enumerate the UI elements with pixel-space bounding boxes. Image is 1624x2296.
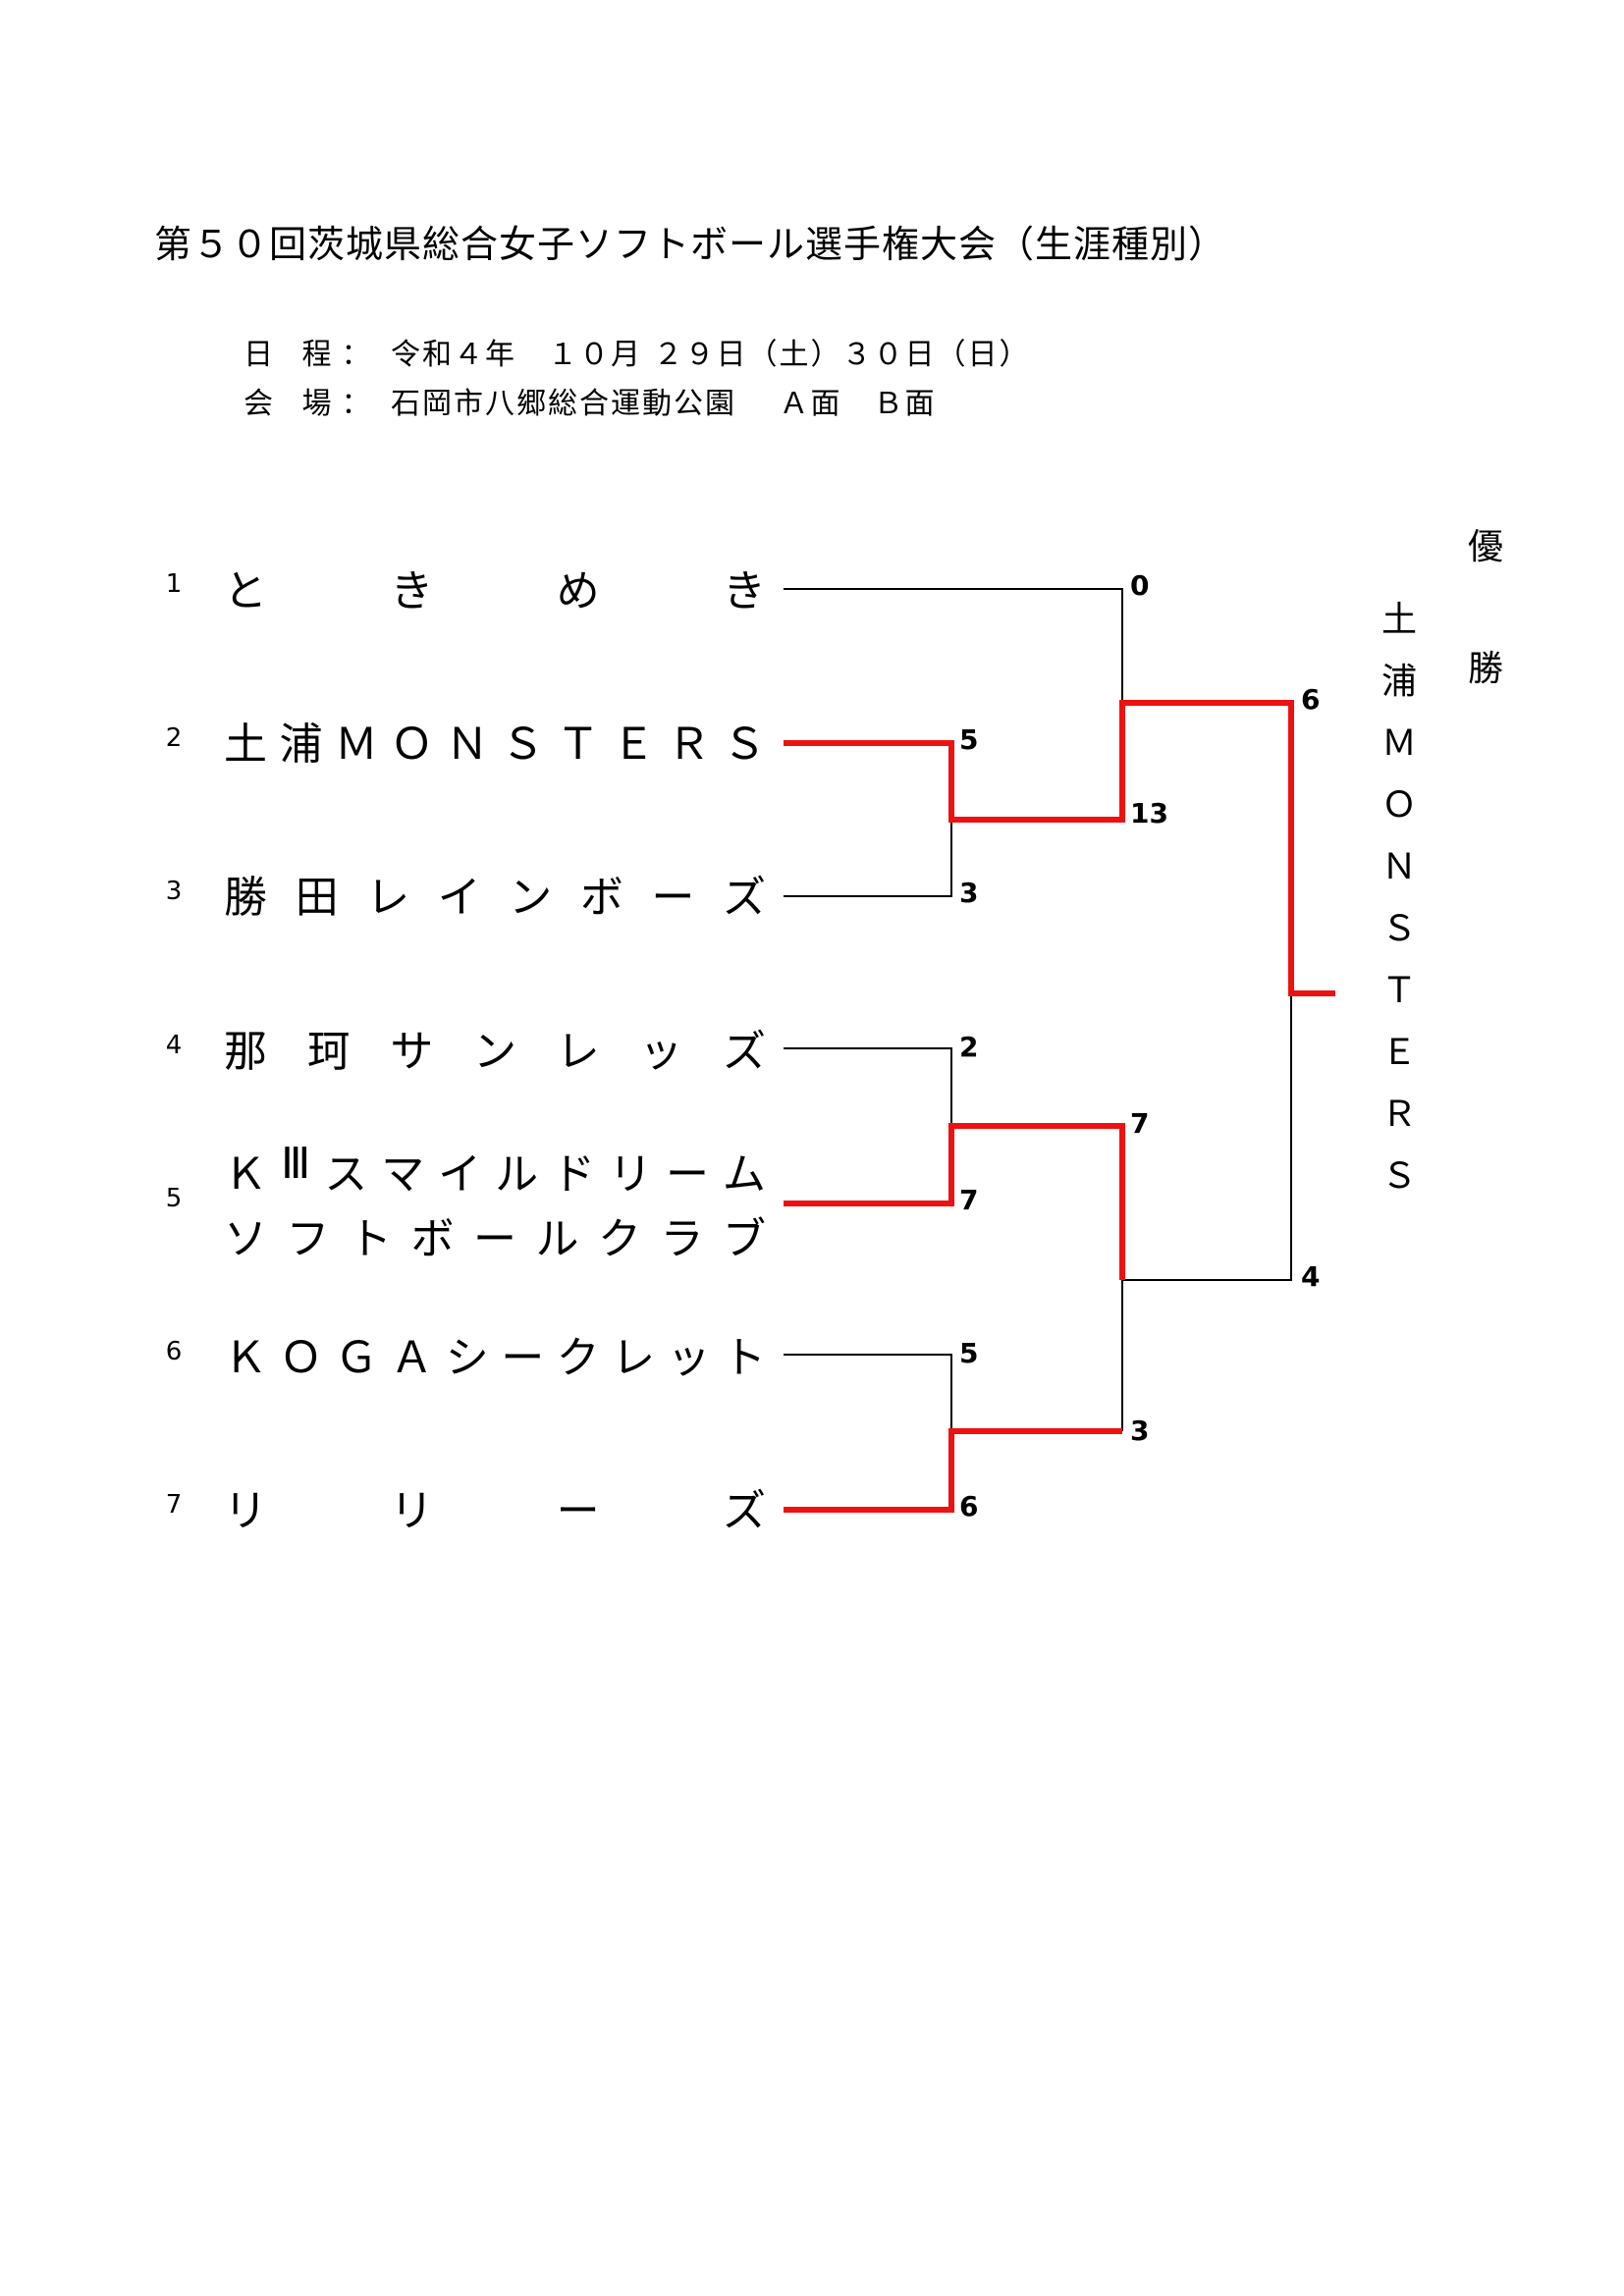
score-r1-team7: 6 (959, 1490, 979, 1522)
seed-number: 4 (165, 1031, 183, 1060)
team-name: 那珂サンレッズ (224, 1027, 766, 1077)
score-r1-team2: 5 (959, 723, 979, 756)
page-title: 第５０回茨城県総合女子ソフトボール選手権大会（生涯種別） (154, 223, 1227, 266)
seed-number: 2 (165, 723, 183, 753)
seed-number: 6 (165, 1337, 183, 1366)
winner-path-team-7 (784, 1428, 1122, 1513)
line-team-4 (784, 1047, 952, 1126)
bracket-loser-lines (784, 588, 1292, 1431)
venue-row: 会 場： 石岡市八郷総合運動公園 Ａ面 Ｂ面 (244, 379, 937, 422)
score-sf2-bottom: 3 (1130, 1415, 1150, 1447)
schedule-value: 令和４年 １０月 ２９日（土）３０日（日） (391, 338, 1031, 372)
champion-label-top: 優 (1467, 527, 1503, 567)
score-sf2-top: 7 (1130, 1107, 1150, 1140)
seed-number: 5 (165, 1184, 183, 1213)
score-sf1-top: 0 (1130, 569, 1150, 602)
line-team-3 (784, 820, 952, 897)
winner-path-champion (784, 700, 1335, 996)
schedule-row: 日 程： 令和４年 １０月 ２９日（土）３０日（日） (244, 330, 1031, 373)
line-team-6 (784, 1354, 952, 1431)
venue-value: 石岡市八郷総合運動公園 Ａ面 Ｂ面 (391, 387, 937, 421)
score-r1-team4: 2 (959, 1031, 979, 1063)
score-sf1-bottom: 13 (1130, 797, 1168, 829)
score-r1-team6: 5 (959, 1337, 979, 1369)
team-name: ときめき (224, 566, 766, 616)
score-r1-team5: 7 (959, 1184, 979, 1216)
seed-number: 1 (165, 569, 183, 599)
seed-number: 7 (165, 1490, 183, 1520)
score-final-top: 6 (1301, 683, 1321, 716)
team-name-line2: ソフトボールクラブ (224, 1214, 766, 1264)
bracket-winner-lines (784, 700, 1335, 1513)
team-name: リリーズ (224, 1486, 766, 1536)
venue-label: 会 場： (244, 387, 381, 421)
team-name: 勝田レインボーズ (224, 873, 766, 923)
schedule-label: 日 程： (244, 338, 381, 372)
line-team-1 (784, 588, 1123, 703)
winner-path-team-5 (784, 1123, 1125, 1280)
line-final-bottom (1122, 993, 1292, 1281)
seed-number: 3 (165, 877, 183, 906)
champion-label-bottom: 勝 (1467, 649, 1503, 689)
score-final-bottom: 4 (1301, 1260, 1321, 1293)
score-r1-team3: 3 (959, 877, 979, 909)
